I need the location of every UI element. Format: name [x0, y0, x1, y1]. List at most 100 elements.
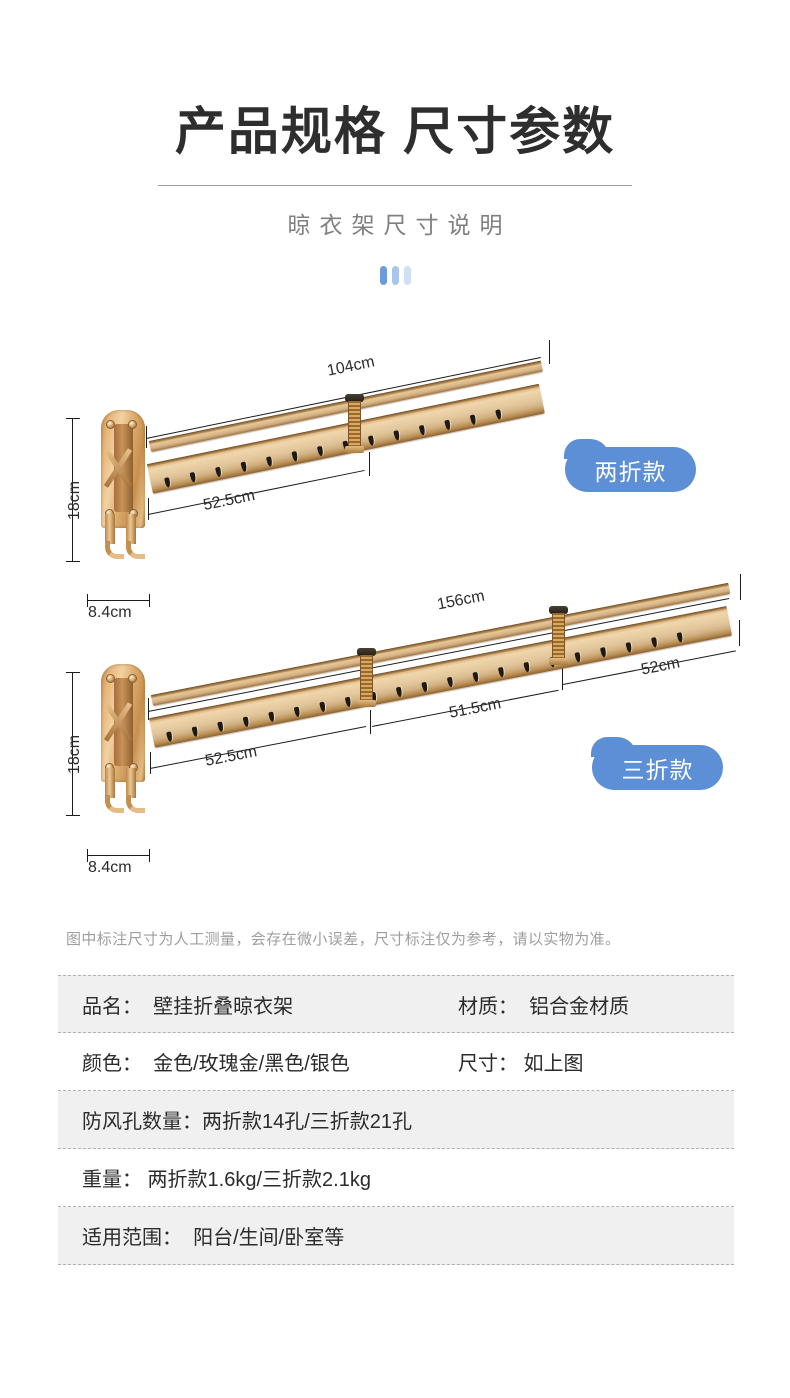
spec-cell-right: 尺寸： 如上图	[458, 1047, 734, 1076]
hinge-shaft	[552, 613, 565, 663]
spec-cell-left: 颜色： 金色/玫瑰金/黑色/银色	[82, 1047, 458, 1076]
dim-tick-156cm-left	[148, 698, 149, 720]
hinge-pivot-1	[357, 648, 376, 707]
vent-hole	[316, 445, 324, 457]
vent-hole	[393, 429, 401, 441]
measurement-note: 图中标注尺寸为人工测量，会存在微小误差，尺寸标注仅为参考，请以实物为准。	[66, 931, 621, 948]
vent-hole	[472, 671, 480, 683]
vent-hole	[344, 696, 352, 707]
dim-line-18cm	[72, 418, 73, 561]
spec-cell-left: 防风孔数量： 两折款14孔/三折款21孔	[82, 1105, 412, 1134]
spec-cell-right: 材质： 铝合金材质	[458, 990, 734, 1019]
bracket-leg	[126, 768, 136, 798]
dim-tick-52-5cm-left	[148, 498, 149, 520]
dim-label-156cm: 156cm	[435, 587, 487, 614]
hinge-cap	[345, 394, 364, 402]
decorative-dots	[0, 266, 790, 285]
dim-label-52-5cm: 52.5cm	[201, 486, 257, 515]
badge-three-fold: 三折款	[591, 737, 723, 790]
table-row: 重量： 两折款1.6kg/三折款2.1kg	[58, 1149, 734, 1207]
dim-tick-8-4cm-2-right	[149, 849, 150, 862]
vent-hole	[293, 706, 301, 717]
vent-hole	[650, 636, 658, 648]
dot-icon-1	[379, 266, 387, 285]
dim-label-8-4cm-2: 8.4cm	[88, 859, 132, 876]
dim-label-52cm: 52cm	[639, 654, 682, 679]
vent-hole	[599, 646, 607, 658]
vent-hole	[189, 471, 197, 483]
dim-line-18cm-2	[72, 672, 73, 815]
spec-key: 防风孔数量：	[82, 1111, 202, 1133]
dim-tick-18cm-top	[66, 418, 80, 419]
screw-hole	[128, 674, 137, 683]
vent-hole	[497, 666, 505, 678]
vent-hole	[495, 408, 503, 420]
dim-tick-8-4cm-left	[87, 594, 88, 607]
dim-tick-156cm-right	[740, 574, 741, 600]
vent-hole	[217, 720, 224, 732]
hinge-cap	[357, 648, 376, 656]
bracket-leg	[105, 768, 115, 798]
hinge-shaft	[360, 655, 373, 705]
spec-value: 如上图	[518, 1053, 584, 1075]
spec-value: 金色/玫瑰金/黑色/银色	[142, 1053, 350, 1075]
bracket-legs	[104, 768, 145, 814]
vent-hole	[395, 686, 403, 697]
vent-hole	[291, 450, 299, 462]
vent-hole	[319, 701, 326, 712]
dim-tick-52-5cm-2-left	[150, 752, 151, 774]
bracket-leg	[126, 514, 136, 544]
hinge-cap	[549, 606, 568, 614]
dim-line-8-4cm-2	[87, 855, 149, 856]
spec-cell-left: 适用范围： 阳台/生间/卧室等	[82, 1221, 344, 1250]
vent-hole	[268, 711, 275, 722]
hinge-collar	[357, 700, 376, 707]
dim-tick-52-5cm-2-right	[370, 710, 371, 734]
vent-hole	[676, 631, 684, 643]
vent-hole	[242, 715, 250, 727]
wall-bracket	[95, 410, 151, 560]
dim-line-156cm	[147, 598, 730, 712]
spec-key: 品名：	[82, 995, 142, 1018]
dim-tick-51-5cm-right	[562, 666, 563, 690]
spec-key: 尺寸：	[458, 1053, 518, 1075]
vent-hole	[164, 476, 171, 488]
page-header: 产品规格 尺寸参数 晾衣架尺寸说明	[0, 0, 790, 285]
table-row: 品名： 壁挂折叠晾衣架 材质： 铝合金材质	[58, 975, 734, 1033]
title-divider	[158, 185, 632, 186]
vent-hole	[240, 460, 248, 472]
vent-hole	[421, 681, 429, 693]
page-title: 产品规格 尺寸参数	[174, 103, 616, 160]
spec-value: 阳台/生间/卧室等	[182, 1227, 345, 1249]
table-row: 颜色： 金色/玫瑰金/黑色/银色 尺寸： 如上图	[58, 1033, 734, 1091]
vent-hole	[574, 651, 582, 663]
bracket-hook	[105, 541, 124, 559]
bracket-hook	[126, 795, 145, 813]
vent-hole	[625, 641, 633, 653]
dim-tick-18cm-2-bottom	[66, 815, 80, 816]
hinge-shaft	[348, 401, 361, 451]
hinge-pivot	[345, 394, 364, 453]
dim-label-52-5cm-2: 52.5cm	[203, 743, 259, 770]
vent-hole	[523, 661, 531, 673]
hinge-collar	[549, 658, 568, 665]
page-subtitle: 晾衣架尺寸说明	[287, 212, 512, 238]
dim-tick-104cm-left	[146, 426, 147, 448]
screw-hole	[106, 674, 115, 683]
dim-label-51-5cm: 51.5cm	[447, 695, 503, 722]
spec-value: 两折款14孔/三折款21孔	[202, 1111, 413, 1133]
spec-key: 重量：	[82, 1169, 142, 1191]
vent-hole	[191, 725, 199, 737]
vent-hole	[469, 413, 477, 425]
badge-two-fold: 两折款	[564, 439, 696, 492]
screw-hole	[128, 420, 137, 429]
vent-hole	[444, 419, 452, 430]
badge-label: 三折款	[621, 756, 694, 783]
dot-icon-2	[391, 266, 399, 285]
dim-tick-52-5cm-right	[369, 452, 370, 476]
badge-label: 两折款	[594, 458, 667, 485]
bracket-leg	[105, 514, 115, 544]
spec-key: 适用范围：	[82, 1227, 182, 1249]
vent-hole	[166, 730, 173, 742]
dim-tick-52cm-right	[739, 620, 740, 646]
